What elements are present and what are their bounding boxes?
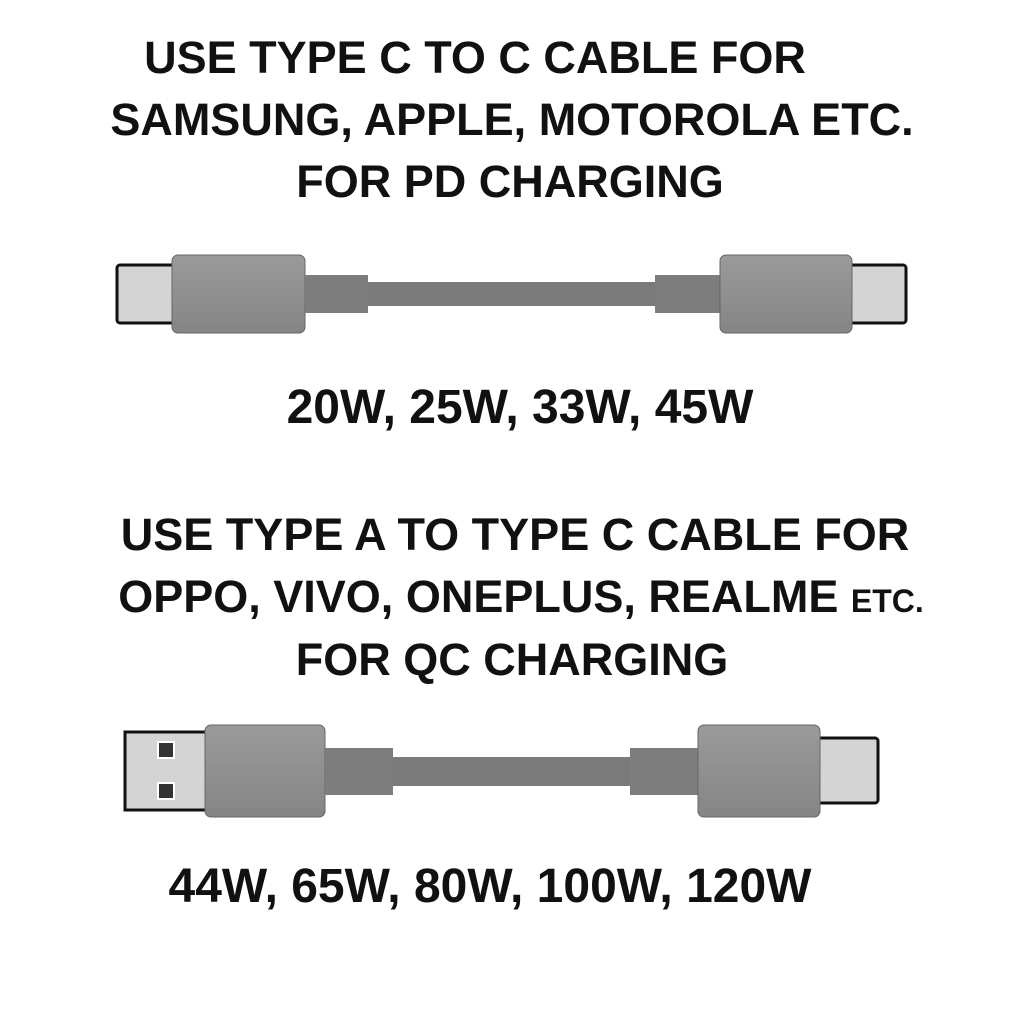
pd-heading-line-1: USE TYPE C TO C CABLE FOR — [144, 32, 806, 83]
qc-heading-line-1: USE TYPE A TO TYPE C CABLE FOR — [120, 509, 910, 560]
qc-heading-line-2: OPPO, VIVO, ONEPLUS, REALME ETC. — [118, 571, 924, 622]
qc-wattages: 44W, 65W, 80W, 100W, 120W — [168, 860, 812, 913]
qc-heading-line-3: FOR QC CHARGING — [295, 634, 729, 685]
pd-heading-line-2: SAMSUNG, APPLE, MOTOROLA ETC. — [110, 94, 914, 145]
usb-c-to-c-cable-icon — [115, 254, 908, 334]
etc-suffix: ETC. — [850, 583, 924, 619]
pd-wattages: 20W, 25W, 33W, 45W — [286, 381, 754, 434]
usb-a-to-c-cable-icon — [123, 724, 880, 818]
pd-heading-line-3: FOR PD CHARGING — [296, 156, 724, 207]
